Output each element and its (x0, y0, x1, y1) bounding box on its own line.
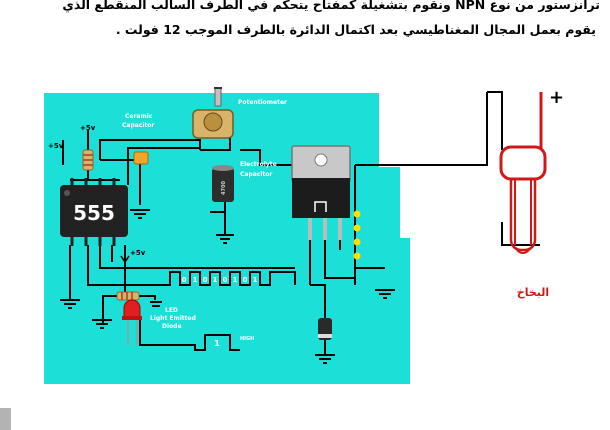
electrolytic-capacitor: 4700 Electrolyte Capacitor (212, 161, 277, 202)
transistor-npn (291, 145, 351, 240)
electrolytic-label-1: Electrolyte (240, 161, 277, 168)
ceramic-capacitor-label-2: Capacitor (122, 122, 154, 129)
diode (318, 318, 332, 340)
led: LED Light Emitted Diode (122, 299, 196, 345)
led-label-3: Diode (162, 323, 182, 330)
sprayer-label: البخاخ (517, 286, 549, 299)
yellow-vias (353, 210, 361, 260)
high-pulse-label: HIGH (240, 336, 254, 342)
pulse-bit: 0 (182, 276, 187, 284)
pulse-bit: 0 (243, 276, 248, 284)
pulse-bit: 0 (203, 276, 208, 284)
plus-terminal-label: + (549, 87, 564, 108)
high-pulse: 1 HIGH (214, 336, 254, 348)
pulse-bit: 1 (193, 276, 198, 284)
vcc-label-top: +5v (80, 124, 96, 132)
high-pulse-value: 1 (214, 339, 220, 348)
scrollbar-thumb[interactable] (0, 408, 11, 430)
ground-symbols (60, 209, 395, 364)
paragraph-line-2: يقوم بعمل المجال المغناطيسي بعد اكتمال ا… (115, 22, 596, 37)
sprayer-coil: + البخاخ (499, 87, 564, 299)
led-label-2: Light Emitted (150, 315, 196, 322)
electrolytic-label-2: Capacitor (240, 171, 272, 178)
circuit-wires (62, 91, 540, 355)
potentiometer: Potentiometer (192, 87, 287, 139)
ic-555-chip: 555 (60, 178, 128, 246)
paragraph-line-1: ترانزستور من نوع NPN ونقوم بتشغيلة كمفتا… (62, 0, 600, 12)
pulse-bit: 1 (253, 276, 258, 284)
pulse-bit: 0 (223, 276, 228, 284)
pulse-bit: 1 (233, 276, 238, 284)
led-label-1: LED (165, 307, 178, 314)
vcc-label-bottom: +5v (130, 249, 146, 257)
electrolytic-body-text: 4700 (221, 181, 227, 195)
ceramic-capacitor-label-1: Ceramic (125, 113, 153, 120)
potentiometer-label: Potentiometer (238, 99, 287, 106)
ic-555-label: 555 (73, 201, 115, 225)
pulse-bit: 1 (213, 276, 218, 284)
vcc-label-left: +5v (48, 142, 64, 150)
pulse-train-bits: 0 1 0 1 0 1 0 1 (182, 276, 258, 284)
resistor-top (82, 149, 94, 171)
arrow-down-icon (120, 250, 130, 264)
resistor-led (116, 291, 140, 301)
ceramic-capacitor: Ceramic Capacitor (122, 113, 154, 165)
